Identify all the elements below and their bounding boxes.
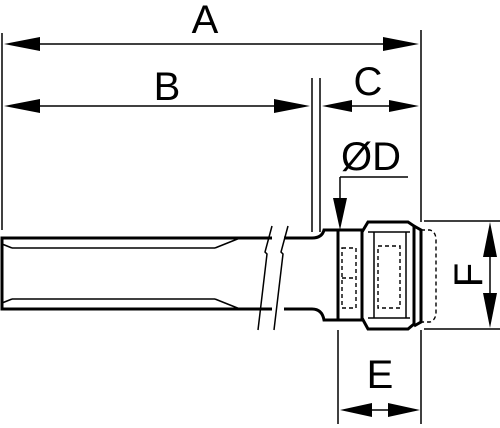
stud-part bbox=[0, 220, 437, 331]
dimension-f: F bbox=[447, 222, 497, 328]
dimension-d: ØD bbox=[333, 135, 408, 230]
dimension-e-arrow-right bbox=[388, 403, 420, 417]
extension-lines bbox=[1, 30, 500, 424]
dimension-b-label: B bbox=[154, 65, 181, 109]
dimension-a-arrow-left bbox=[4, 37, 40, 51]
dimension-e: E bbox=[340, 353, 420, 417]
dimension-b: B bbox=[4, 65, 310, 113]
thread-shank-outline bbox=[0, 236, 272, 311]
collar-shank-outline bbox=[284, 228, 340, 322]
dimension-a-arrow-right bbox=[383, 37, 419, 51]
dimension-c-label: C bbox=[354, 60, 383, 104]
dimension-e-arrow-left bbox=[340, 403, 372, 417]
end-cap-outline bbox=[413, 224, 423, 328]
dimension-a: A bbox=[4, 0, 419, 51]
dimension-b-arrow-left bbox=[4, 99, 40, 113]
hidden-hex-head bbox=[377, 245, 401, 309]
head-neck-outline bbox=[338, 228, 364, 322]
dimension-d-label: ØD bbox=[341, 135, 401, 179]
break-line-right bbox=[273, 225, 289, 331]
dimension-b-arrow-right bbox=[274, 99, 310, 113]
thread-end-chamfer-top bbox=[1, 243, 13, 249]
thread-runout-bottom bbox=[214, 298, 241, 310]
end-cap-hidden bbox=[421, 229, 437, 323]
head-hex-outline bbox=[360, 220, 416, 331]
dimension-e-label: E bbox=[367, 353, 394, 397]
dimension-f-arrow-top bbox=[483, 222, 497, 257]
dimension-d-arrow bbox=[333, 198, 347, 230]
thread-runout-top bbox=[214, 237, 241, 249]
dimension-c: C bbox=[322, 60, 419, 112]
break-line-left bbox=[257, 225, 273, 331]
hidden-hex-neck bbox=[341, 247, 357, 309]
dimension-f-label: F bbox=[447, 263, 491, 287]
dimension-f-arrow-bottom bbox=[483, 293, 497, 328]
dimension-a-label: A bbox=[192, 0, 219, 42]
dimension-c-arrow-right bbox=[389, 100, 419, 112]
dimension-c-arrow-left bbox=[322, 100, 352, 112]
thread-end-chamfer-bottom bbox=[1, 298, 13, 304]
